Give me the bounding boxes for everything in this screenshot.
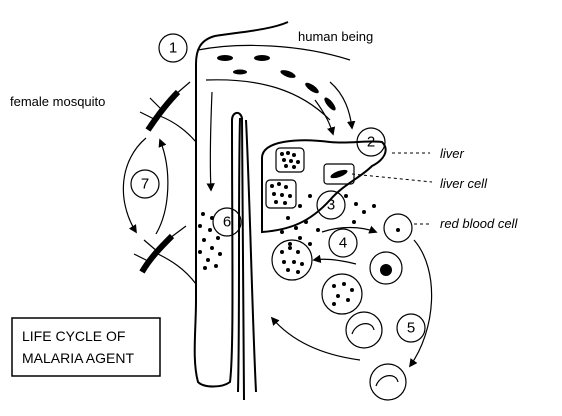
step-3-marker: 3 xyxy=(316,190,346,220)
mosquito-top xyxy=(139,81,197,143)
step-7-marker: 7 xyxy=(130,169,160,199)
mosquito-bottom xyxy=(133,225,197,285)
liver-cell-leader xyxy=(351,173,433,183)
step-2-marker: 2 xyxy=(356,127,386,157)
red-blood-cell-cycle xyxy=(270,213,433,401)
step-7-label: 7 xyxy=(141,176,149,193)
step-1-marker: 1 xyxy=(158,33,188,63)
step-1-label: 1 xyxy=(169,40,177,57)
mosquito-cycle-arrows xyxy=(122,137,169,235)
step-5-marker: 5 xyxy=(396,313,426,343)
step-5-label: 5 xyxy=(407,320,415,337)
title-line-2: MALARIA AGENT xyxy=(22,350,134,366)
step-4-label: 4 xyxy=(339,235,347,252)
step-6-marker: 6 xyxy=(212,207,242,237)
liver-label: liver xyxy=(440,146,465,161)
merozoites-in-arm xyxy=(198,212,222,270)
step-3-label: 3 xyxy=(327,197,335,214)
female-mosquito-label: female mosquito xyxy=(10,94,105,109)
merozoites-released xyxy=(280,194,376,246)
step-4-marker: 4 xyxy=(328,228,358,258)
step-6-label: 6 xyxy=(223,214,231,231)
human-body-outline xyxy=(193,21,289,401)
downward-flow-arrow xyxy=(206,91,215,192)
liver xyxy=(261,139,387,234)
sporozoites-in-blood xyxy=(197,44,356,136)
liver-cell-label: liver cell xyxy=(440,176,488,191)
human-being-label: human being xyxy=(298,29,373,44)
title-line-1: LIFE CYCLE OF xyxy=(22,328,125,344)
title-box: LIFE CYCLE OF MALARIA AGENT xyxy=(11,317,161,377)
step-2-label: 2 xyxy=(367,134,375,151)
red-blood-cell-label: red blood cell xyxy=(440,216,518,231)
